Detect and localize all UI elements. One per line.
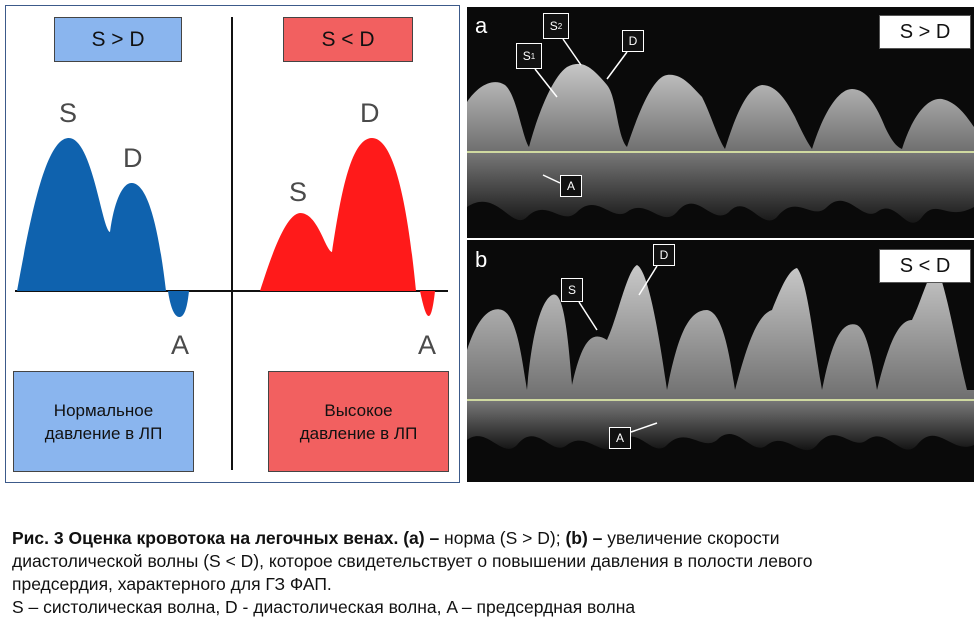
figure-caption: Рис. 3 Оценка кровотока на легочных вена… xyxy=(12,527,962,619)
doppler-b-image xyxy=(467,265,974,451)
caption-line-1: Рис. 3 Оценка кровотока на легочных вена… xyxy=(12,528,780,548)
high-s-label: S xyxy=(289,177,308,207)
high-header-box: S < D xyxy=(283,17,413,62)
panel-b-letter: b xyxy=(475,247,488,272)
high-note-line1: Высокое xyxy=(324,400,393,420)
marker-a-a: A xyxy=(560,175,582,197)
normal-note-line1: Нормальное xyxy=(53,400,154,420)
normal-s-label: S xyxy=(59,98,78,128)
schematic-waveforms xyxy=(15,17,448,470)
doppler-a-image xyxy=(467,63,974,223)
doppler-a-reverse-flow xyxy=(467,153,974,223)
panel-b-arrows xyxy=(578,265,658,433)
panel-a-letter: a xyxy=(475,13,488,38)
marker-d-a: D xyxy=(622,30,644,52)
high-a-wave xyxy=(420,291,435,317)
normal-wave xyxy=(17,137,166,291)
marker-d-b: D xyxy=(653,244,675,266)
high-a-label: A xyxy=(418,330,437,360)
schematic-panel xyxy=(5,5,460,483)
normal-header-box: S > D xyxy=(54,17,182,62)
marker-a-b: A xyxy=(609,427,631,449)
panel-b-ratio-label: S < D xyxy=(879,249,971,283)
normal-a-label: A xyxy=(171,330,190,360)
doppler-a-forward-flow xyxy=(467,63,974,152)
doppler-b-reverse-flow xyxy=(467,401,974,451)
high-d-label: D xyxy=(360,98,380,128)
marker-s-b: S xyxy=(561,278,583,302)
high-wave xyxy=(260,138,416,291)
normal-a-wave xyxy=(168,291,189,318)
high-note-line2: давление в ЛП xyxy=(299,423,418,443)
normal-note-line2: давление в ЛП xyxy=(44,423,163,443)
caption-line-2: диастолической волны (S < D), которое св… xyxy=(12,551,813,571)
high-pressure-box: Высокое давление в ЛП xyxy=(268,371,449,472)
normal-header-label: S > D xyxy=(91,27,145,51)
normal-d-label: D xyxy=(123,143,143,173)
caption-line-3: предсердия, характерного для ГЗ ФАП. xyxy=(12,574,332,594)
caption-line-4: S – систолическая волна, D - диастоличес… xyxy=(12,597,636,617)
panel-a-arrows xyxy=(534,38,628,184)
doppler-panel-b: b S < D S D A xyxy=(467,240,974,482)
panel-a-ratio-label: S > D xyxy=(879,15,971,49)
high-header-label: S < D xyxy=(321,27,375,51)
doppler-b-forward-flow xyxy=(467,265,974,400)
normal-pressure-box: Нормальное давление в ЛП xyxy=(13,371,194,472)
